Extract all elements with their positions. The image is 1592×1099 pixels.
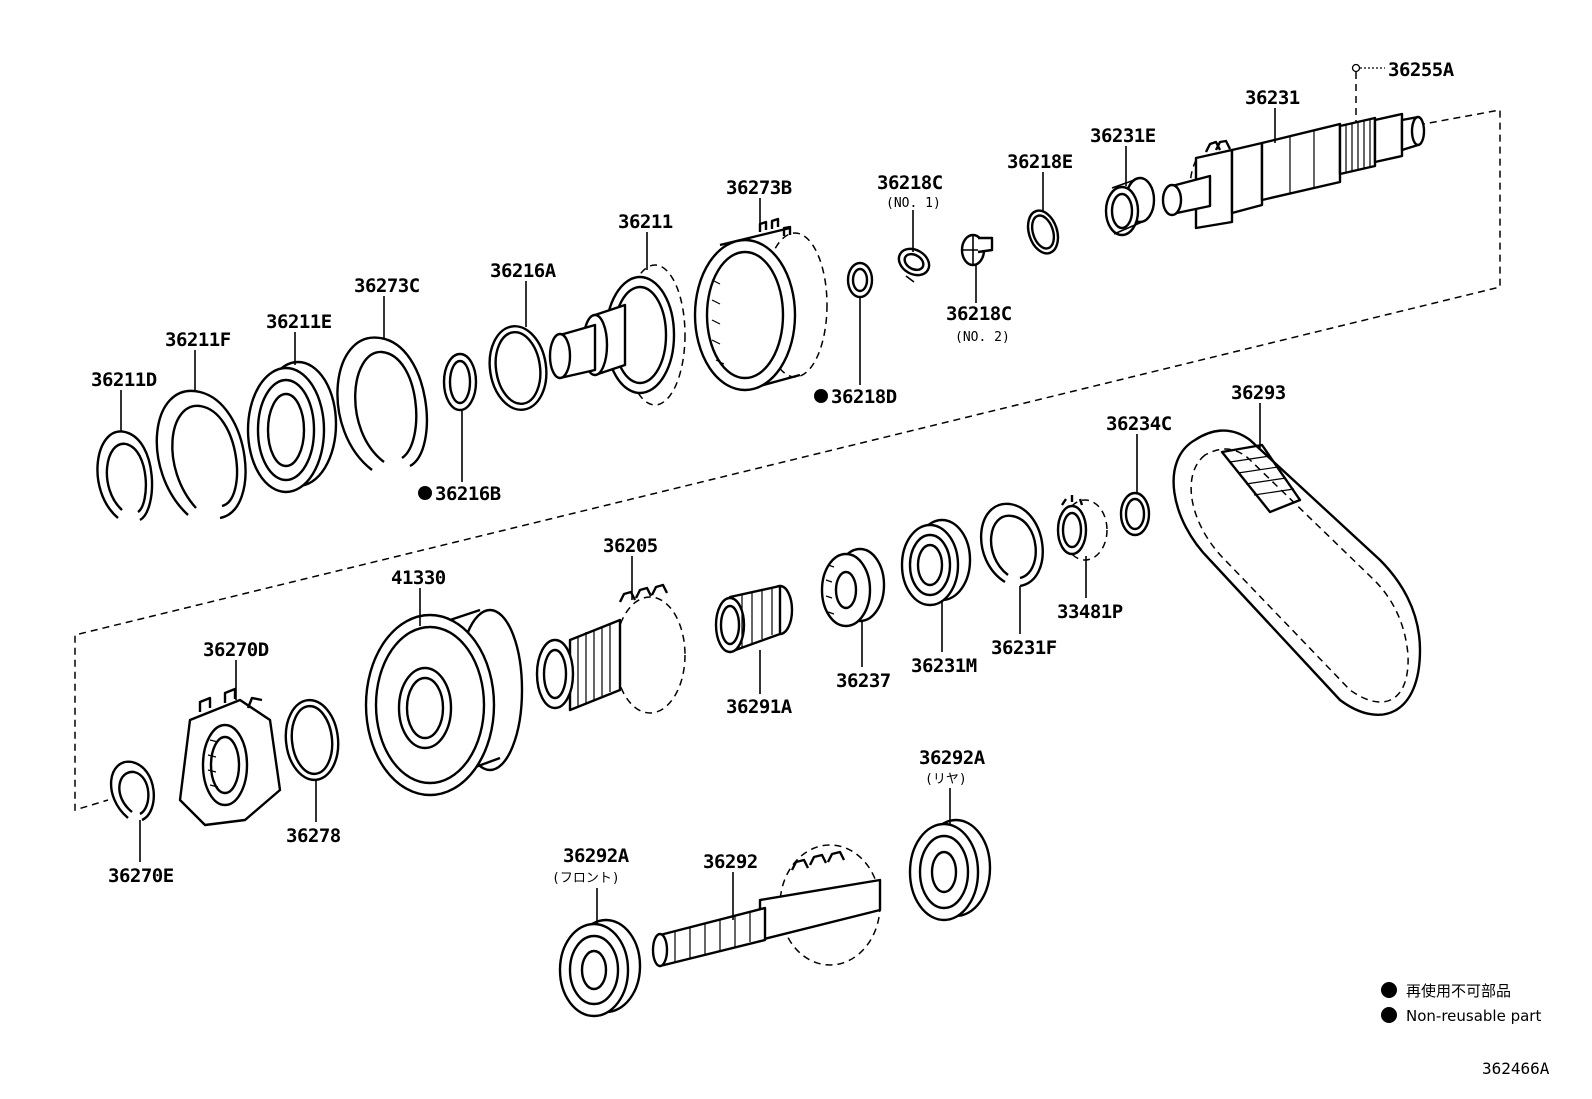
label-36218D[interactable]: 36218D (831, 386, 897, 408)
part-36231-shaft[interactable] (1161, 112, 1426, 230)
assembly-boundary (74, 72, 1501, 812)
non-reusable-mark (418, 486, 432, 500)
note-36218C-no2: (NO. 2) (955, 330, 1010, 345)
part-36231E-bearing[interactable] (1104, 176, 1156, 237)
legend-marker-1 (1381, 982, 1397, 998)
label-36211E[interactable]: 36211E (266, 311, 332, 333)
part-36211D-snap-ring[interactable] (96, 430, 154, 522)
label-36292A-rear[interactable]: 36292A (919, 747, 986, 769)
label-36218E[interactable]: 36218E (1007, 151, 1073, 173)
part-36211E-bearing[interactable] (246, 360, 338, 494)
label-36270E[interactable]: 36270E (108, 865, 174, 887)
leader-lines (120, 63, 1385, 924)
label-41330[interactable]: 41330 (391, 567, 446, 589)
label-36278[interactable]: 36278 (286, 825, 341, 847)
label-36234C[interactable]: 36234C (1106, 413, 1172, 435)
note-36292A-rear: (リヤ) (925, 772, 967, 787)
label-36255A[interactable]: 36255A (1388, 59, 1455, 81)
part-36231M-bearing[interactable] (900, 518, 972, 607)
drawing-number: 362466A (1482, 1059, 1550, 1078)
label-36293[interactable]: 36293 (1231, 382, 1286, 404)
label-36273B[interactable]: 36273B (726, 177, 792, 199)
label-36218C-no2[interactable]: 36218C (946, 303, 1012, 325)
part-36205-gear[interactable] (535, 583, 686, 714)
label-36205[interactable]: 36205 (603, 535, 658, 557)
label-36273C[interactable]: 36273C (354, 275, 420, 297)
part-36231F-snap-ring[interactable] (980, 502, 1044, 588)
part-36273C-snap-ring[interactable] (336, 336, 429, 471)
legend: 再使用不可部品 Non-reusable part (1381, 982, 1541, 1025)
note-36218C-no1: (NO. 1) (886, 196, 941, 211)
label-36211F[interactable]: 36211F (165, 329, 231, 351)
label-36291A[interactable]: 36291A (726, 696, 793, 718)
label-36231M[interactable]: 36231M (911, 655, 977, 677)
note-36292A-front: (フロント) (552, 871, 620, 886)
part-36218C-no2[interactable] (960, 233, 994, 267)
part-36270D-hub[interactable] (178, 687, 282, 827)
part-36216B-ring[interactable] (442, 352, 478, 412)
part-36292-shaft[interactable] (651, 844, 882, 968)
part-36292A-rear-bearing[interactable] (908, 818, 992, 922)
legend-ja: 再使用不可部品 (1406, 982, 1511, 1000)
part-36211F-snap-ring[interactable] (155, 389, 247, 520)
part-36293-chain[interactable] (1172, 429, 1422, 716)
legend-en: Non-reusable part (1406, 1007, 1541, 1025)
label-36231[interactable]: 36231 (1245, 87, 1300, 109)
label-36231F[interactable]: 36231F (991, 637, 1057, 659)
label-36218C-no1[interactable]: 36218C (877, 172, 943, 194)
part-36218C-no1[interactable] (894, 244, 934, 283)
part-33481P[interactable] (1056, 495, 1108, 561)
label-36211D[interactable]: 36211D (91, 369, 157, 391)
label-36237[interactable]: 36237 (836, 670, 891, 692)
part-36278-ring[interactable] (282, 698, 342, 783)
part-36234C-washer[interactable] (1119, 491, 1151, 537)
part-36216A-ring[interactable] (484, 323, 551, 414)
part-36292A-front-bearing[interactable] (558, 918, 642, 1018)
part-36218D-washer[interactable] (846, 261, 874, 299)
non-reusable-mark (814, 389, 828, 403)
part-36218E-ring[interactable] (1023, 207, 1063, 257)
legend-marker-2 (1381, 1007, 1397, 1023)
part-41330-housing[interactable] (364, 608, 524, 797)
label-36292[interactable]: 36292 (703, 851, 758, 873)
label-36216B[interactable]: 36216B (435, 483, 501, 505)
part-36237-gear[interactable] (820, 547, 886, 628)
label-36211[interactable]: 36211 (618, 211, 673, 233)
part-36211-carrier[interactable] (548, 264, 686, 406)
label-36231E[interactable]: 36231E (1090, 125, 1156, 147)
part-36270E-snap-ring[interactable] (110, 760, 155, 822)
label-36216A[interactable]: 36216A (490, 260, 557, 282)
part-36273B-drum[interactable] (693, 217, 828, 392)
part-36291A-needle-bearing[interactable] (714, 584, 794, 654)
label-36292A-front[interactable]: 36292A (563, 845, 630, 867)
label-36270D[interactable]: 36270D (203, 639, 269, 661)
label-33481P[interactable]: 33481P (1057, 601, 1123, 623)
part-labels: 36255A 36231 36231E 36218E 36218C (NO. 1… (91, 59, 1455, 887)
